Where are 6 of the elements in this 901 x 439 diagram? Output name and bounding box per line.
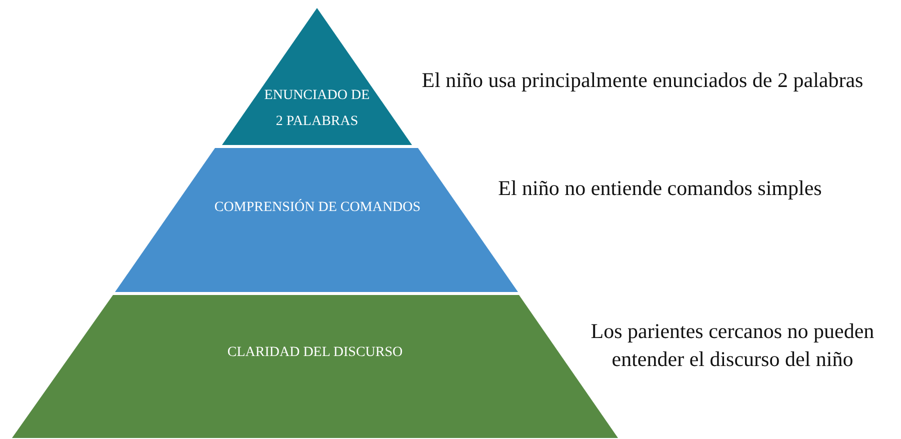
description-text: Los parientes cercanos no pueden entender el discurso del niño <box>590 318 876 373</box>
description-text: El niño usa principalmente enunciados de 2 palabras <box>420 67 864 94</box>
description-text: El niño no entiende comandos simples <box>497 175 823 202</box>
level-label: COMPRENSIÓN DE COMANDOS <box>213 198 422 217</box>
level-label: ENUNCIADO DE 2 PALABRAS <box>263 87 371 131</box>
level-label: CLARIDAD DEL DISCURSO <box>226 344 404 362</box>
